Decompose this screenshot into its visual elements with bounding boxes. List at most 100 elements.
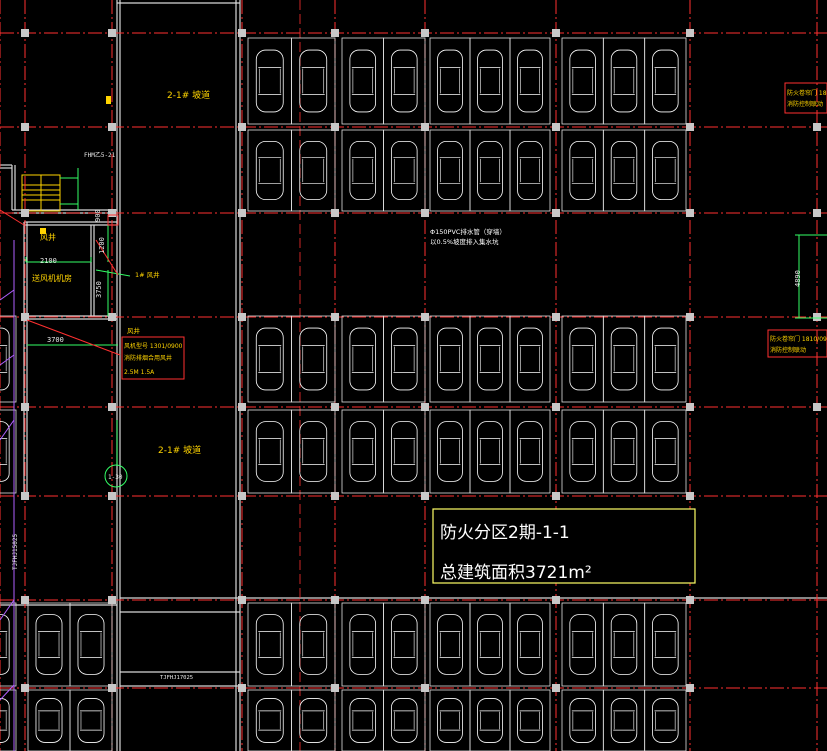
column bbox=[238, 29, 246, 37]
right-tag-2a: 防火卷帘门 1810/0900 bbox=[770, 335, 827, 343]
parking-stall bbox=[383, 409, 426, 494]
parking-stall bbox=[469, 37, 511, 125]
stall-outline bbox=[509, 37, 551, 125]
ramp-label-middle: 2-1# 坡道 bbox=[158, 444, 201, 456]
car-outline bbox=[0, 421, 10, 482]
stall-outline bbox=[69, 602, 113, 687]
car-outline bbox=[652, 614, 679, 675]
car-outline bbox=[477, 327, 503, 391]
car-outline bbox=[652, 327, 679, 391]
parking-stall bbox=[383, 129, 426, 212]
stall-outline bbox=[383, 602, 426, 687]
column bbox=[21, 403, 29, 411]
column bbox=[331, 29, 339, 37]
car-outline bbox=[255, 614, 284, 675]
column bbox=[331, 209, 339, 217]
car-outline bbox=[437, 698, 463, 743]
column bbox=[686, 29, 694, 37]
column bbox=[552, 123, 560, 131]
car-outline bbox=[255, 421, 284, 482]
stall-outline bbox=[69, 689, 113, 751]
column bbox=[108, 123, 116, 131]
stall-outline bbox=[644, 409, 687, 494]
car-outline bbox=[349, 49, 377, 113]
column bbox=[421, 123, 429, 131]
shutter-label-bottom: TJFHJ17025 bbox=[160, 675, 193, 681]
car-outline bbox=[610, 140, 638, 201]
car-outline bbox=[437, 421, 463, 482]
door-tag: FHM乙5-21 bbox=[84, 152, 116, 159]
car-outline bbox=[569, 614, 596, 675]
column bbox=[331, 596, 339, 604]
car-outline bbox=[255, 327, 284, 391]
shaft-label: 风井 bbox=[40, 232, 56, 242]
column bbox=[331, 403, 339, 411]
column bbox=[21, 209, 29, 217]
zone-title: 防火分区2期-1-1 bbox=[440, 523, 570, 543]
stall-outline bbox=[0, 409, 17, 494]
car-outline bbox=[517, 421, 543, 482]
car-outline bbox=[652, 49, 679, 113]
parking-stall bbox=[291, 689, 336, 751]
car-outline bbox=[610, 614, 638, 675]
pipe-note-2: 以0.5%坡度排入集水坑 bbox=[430, 237, 499, 246]
stall-outline bbox=[509, 602, 551, 687]
car-outline bbox=[0, 698, 10, 743]
column bbox=[331, 492, 339, 500]
column bbox=[21, 123, 29, 131]
column bbox=[331, 123, 339, 131]
column bbox=[108, 403, 116, 411]
parking-stall bbox=[0, 602, 17, 687]
right-tag-1a: 防火卷帘门 1800 bbox=[787, 89, 827, 97]
column bbox=[108, 684, 116, 692]
car-outline bbox=[35, 698, 63, 743]
red-box-2: 消防排烟合用风井 bbox=[124, 354, 172, 362]
parking-stall bbox=[291, 37, 336, 125]
column bbox=[108, 596, 116, 604]
car-outline bbox=[349, 614, 377, 675]
column bbox=[238, 313, 246, 321]
car-outline bbox=[390, 49, 418, 113]
parking-stall bbox=[602, 37, 646, 125]
parking-stall bbox=[0, 409, 17, 494]
column bbox=[21, 596, 29, 604]
stall-outline bbox=[0, 315, 17, 403]
red-annotations bbox=[0, 82, 827, 380]
car-outline bbox=[299, 49, 328, 113]
car-outline bbox=[477, 421, 503, 482]
stall-outline bbox=[383, 37, 426, 125]
parking-stall bbox=[509, 315, 551, 403]
dim-900: 900 bbox=[94, 209, 102, 222]
car-outline bbox=[569, 140, 596, 201]
parking-stall bbox=[509, 37, 551, 125]
car-outline bbox=[652, 698, 679, 743]
car-outline bbox=[517, 49, 543, 113]
car-outline bbox=[517, 698, 543, 743]
green-leaders bbox=[25, 225, 827, 488]
stall-outline bbox=[0, 602, 17, 687]
parking-stall bbox=[341, 409, 384, 494]
car-outline bbox=[652, 421, 679, 482]
stair bbox=[21, 96, 111, 234]
parking-stall bbox=[509, 129, 551, 212]
stall-outline bbox=[383, 129, 426, 212]
car-outline bbox=[477, 698, 503, 743]
stall-outline bbox=[291, 409, 336, 494]
dim-2100: 2100 bbox=[40, 257, 57, 265]
car-outline bbox=[349, 421, 377, 482]
car-outline bbox=[437, 49, 463, 113]
parking-stall bbox=[509, 689, 551, 751]
car-outline bbox=[0, 614, 10, 675]
stall-outline bbox=[291, 602, 336, 687]
column bbox=[552, 313, 560, 321]
car-outline bbox=[349, 698, 377, 743]
dim-3700: 3700 bbox=[47, 336, 64, 344]
column bbox=[21, 684, 29, 692]
stall-outline bbox=[644, 689, 687, 751]
column bbox=[686, 123, 694, 131]
stall-outline bbox=[644, 602, 687, 687]
parking-stall bbox=[469, 409, 511, 494]
car-outline bbox=[477, 140, 503, 201]
stall-outline bbox=[383, 689, 426, 751]
